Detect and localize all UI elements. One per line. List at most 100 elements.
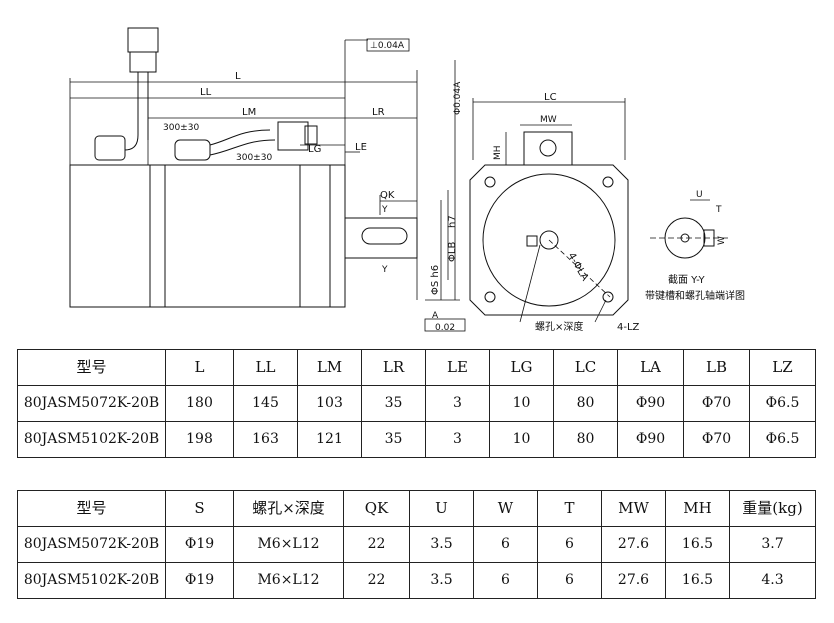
bolt-hole — [602, 291, 614, 303]
label-LL: LL — [200, 87, 212, 98]
label-screw: 螺孔×深度 — [535, 320, 583, 333]
label-T: T — [715, 205, 722, 215]
table-cell: M6×L12 — [233, 562, 344, 599]
label-L: L — [235, 71, 241, 82]
section-description: 带键槽和螺孔轴端详图 — [645, 289, 745, 302]
table-cell: Φ6.5 — [749, 385, 816, 422]
label-LR: LR — [372, 107, 385, 118]
label-LM: LM — [242, 107, 256, 118]
header-cell: LZ — [749, 349, 816, 386]
dimension-lines — [69, 39, 460, 301]
bolt-hole — [602, 176, 614, 188]
label-cable1: 300±30 — [163, 123, 199, 133]
table-row: 80JASM5072K-20B 180 145 103 35 3 10 80 Φ… — [17, 385, 816, 422]
table-cell: Φ19 — [165, 562, 234, 599]
tol-runout: Φ0.04A — [453, 81, 463, 115]
label-h7: h7 — [447, 215, 458, 228]
header-cell: MW — [601, 490, 666, 527]
side-view: L LL LM LR LG LE 300±30 300±30 QK Y Y ⊥0… — [69, 27, 466, 333]
table-cell: 35 — [361, 421, 426, 458]
table-cell: 163 — [233, 421, 298, 458]
table-cell: 80 — [553, 385, 618, 422]
header-cell: T — [537, 490, 602, 527]
flange-circle — [482, 173, 616, 307]
table-cell: 3.7 — [729, 526, 816, 563]
label-W: W — [717, 236, 727, 245]
table-cell: 121 — [297, 421, 362, 458]
header-cell: L — [165, 349, 234, 386]
spec-table-2: 型号 S 螺孔×深度 QK U W T MW MH 重量(kg) 80JASM5… — [17, 490, 816, 599]
label-LG: LG — [308, 144, 321, 155]
table-cell: 6 — [473, 526, 538, 563]
label-LE: LE — [355, 142, 367, 153]
table-cell: Φ6.5 — [749, 421, 816, 458]
header-cell: LE — [425, 349, 490, 386]
header-cell: 螺孔×深度 — [233, 490, 344, 527]
header-cell: QK — [343, 490, 410, 527]
table-cell: 10 — [489, 421, 554, 458]
header-cell: LG — [489, 349, 554, 386]
header-cell: W — [473, 490, 538, 527]
table-cell: Φ70 — [683, 385, 750, 422]
bolt-hole — [484, 291, 496, 303]
model-cell: 80JASM5072K-20B — [17, 526, 166, 563]
table-cell: 22 — [343, 526, 410, 563]
section-title: 截面 Y-Y — [668, 273, 706, 286]
table-cell: 16.5 — [665, 526, 730, 563]
table-cell: 4.3 — [729, 562, 816, 599]
tol-perpendicular: ⊥0.04A — [370, 41, 405, 51]
motor-dimension-drawing: L LL LM LR LG LE 300±30 300±30 QK Y Y ⊥0… — [69, 27, 745, 333]
table-cell: 103 — [297, 385, 362, 422]
header-cell: LL — [233, 349, 298, 386]
header-cell: LR — [361, 349, 426, 386]
key-square — [526, 235, 538, 247]
table-cell: 3.5 — [409, 526, 474, 563]
model-cell: 80JASM5102K-20B — [17, 562, 166, 599]
table-cell: M6×L12 — [233, 526, 344, 563]
table-cell: 6 — [537, 526, 602, 563]
connector-circle — [539, 139, 557, 157]
table-cell: 35 — [361, 385, 426, 422]
table-cell: 3 — [425, 421, 490, 458]
table-cell: 3 — [425, 385, 490, 422]
shaft-circle — [539, 230, 559, 250]
table-cell: Φ70 — [683, 421, 750, 458]
header-cell: LA — [617, 349, 684, 386]
label-S: ΦS h6 — [430, 265, 441, 295]
header-cell: U — [409, 490, 474, 527]
table-row: 80JASM5072K-20B Φ19 M6×L12 22 3.5 6 6 27… — [17, 526, 816, 563]
table-cell: 6 — [537, 562, 602, 599]
spec-table-1: 型号 L LL LM LR LE LG LC LA LB LZ 80JASM50… — [17, 349, 816, 458]
label-LC: LC — [544, 92, 557, 103]
table-cell: Φ19 — [165, 526, 234, 563]
label-MW: MW — [540, 115, 557, 125]
table-header-row: 型号 L LL LM LR LE LG LC LA LB LZ — [17, 349, 816, 386]
model-cell: 80JASM5102K-20B — [17, 421, 166, 458]
label-QK: QK — [380, 190, 395, 201]
table-cell: 3.5 — [409, 562, 474, 599]
table-cell: 145 — [233, 385, 298, 422]
label-LB: ΦLB — [447, 242, 458, 262]
table-cell: 6 — [473, 562, 538, 599]
table-cell: 198 — [165, 421, 234, 458]
table-cell: 16.5 — [665, 562, 730, 599]
shaft-keyway — [361, 227, 408, 245]
table-cell: 80 — [553, 421, 618, 458]
table-header-row: 型号 S 螺孔×深度 QK U W T MW MH 重量(kg) — [17, 490, 816, 527]
label-Y-bottom: Y — [381, 265, 388, 275]
encoder-cable — [94, 27, 159, 161]
label-cable2: 300±30 — [236, 153, 272, 163]
front-flange — [469, 164, 629, 316]
model-cell: 80JASM5072K-20B — [17, 385, 166, 422]
table-cell: Φ90 — [617, 385, 684, 422]
power-cable — [174, 121, 318, 161]
datum-A: A — [432, 311, 439, 321]
header-cell: 重量(kg) — [729, 490, 816, 527]
header-cell: 型号 — [17, 490, 166, 527]
header-cell: MH — [665, 490, 730, 527]
tol-flatness: 0.02 — [435, 323, 455, 333]
table-cell: 180 — [165, 385, 234, 422]
header-cell: S — [165, 490, 234, 527]
label-MH: MH — [493, 145, 503, 160]
label-U: U — [696, 190, 703, 200]
